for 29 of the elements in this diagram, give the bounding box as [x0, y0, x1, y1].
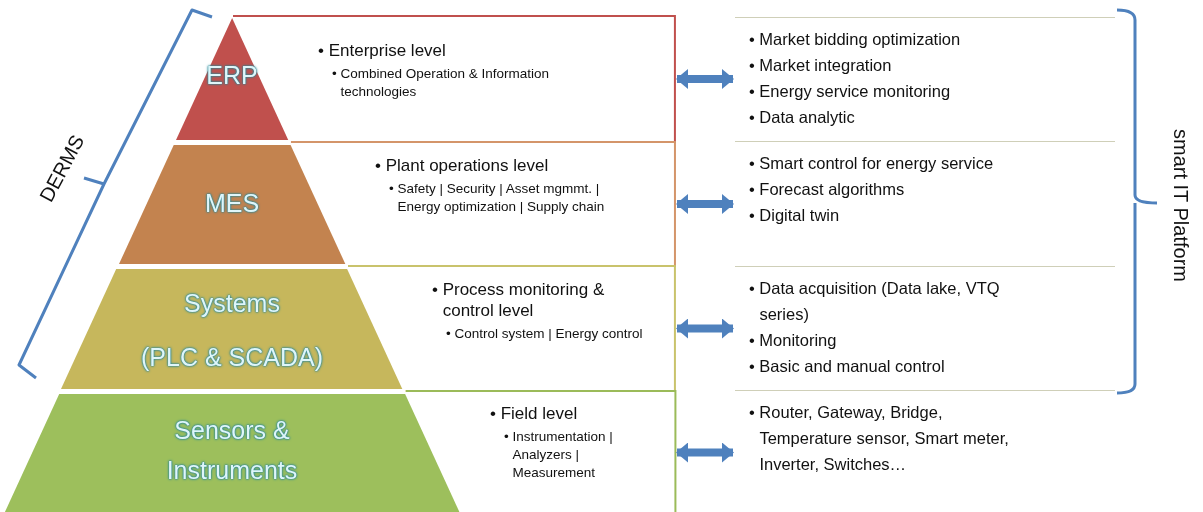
feature-item: • Data analytic — [749, 107, 856, 128]
layer-title: (PLC & SCADA) — [140, 342, 324, 373]
level-heading: • Enterprise level — [318, 40, 447, 61]
level-description: • Instrumentation | Analyzers | Measurement — [504, 428, 614, 482]
bracket-label: smart IT Platform — [1168, 128, 1192, 282]
feature-item: • Data acquisition (Data lake, VTQ series) — [749, 278, 1001, 325]
layer-title: Systems — [183, 288, 281, 319]
double-arrow — [676, 69, 734, 89]
feature-item: • Energy service monitoring — [749, 81, 952, 102]
layer-title: MES — [203, 188, 261, 218]
feature-item: • Market integration — [749, 55, 893, 76]
feature-item: • Router, Gateway, Bridge, Temperature sensor, Smart meter, Inverter, Switches… — [749, 402, 1010, 475]
double-arrow — [676, 194, 734, 214]
feature-item: • Forecast algorithms — [749, 179, 906, 200]
double-arrow — [676, 318, 734, 339]
level-heading: • Process monitoring & control level — [432, 279, 606, 321]
level-heading: • Plant operations level — [375, 155, 550, 176]
feature-item: • Basic and manual control — [749, 356, 946, 377]
level-heading: • Field level — [490, 403, 579, 424]
feature-item: • Monitoring — [749, 330, 838, 351]
double-arrow — [676, 442, 734, 463]
feature-item: • Digital twin — [749, 205, 841, 226]
level-description: • Control system | Energy control — [446, 325, 644, 343]
level-description: • Combined Operation & Information technologies — [332, 65, 551, 101]
level-description: • Safety | Security | Asset mgmmt. | Energy optimization | Supply chain — [389, 180, 606, 216]
layer-title: ERP — [205, 60, 259, 90]
feature-item: • Smart control for energy service — [749, 153, 995, 174]
layer-title: Sensors & Instruments — [165, 415, 299, 486]
feature-item: • Market bidding optimization — [749, 29, 962, 50]
